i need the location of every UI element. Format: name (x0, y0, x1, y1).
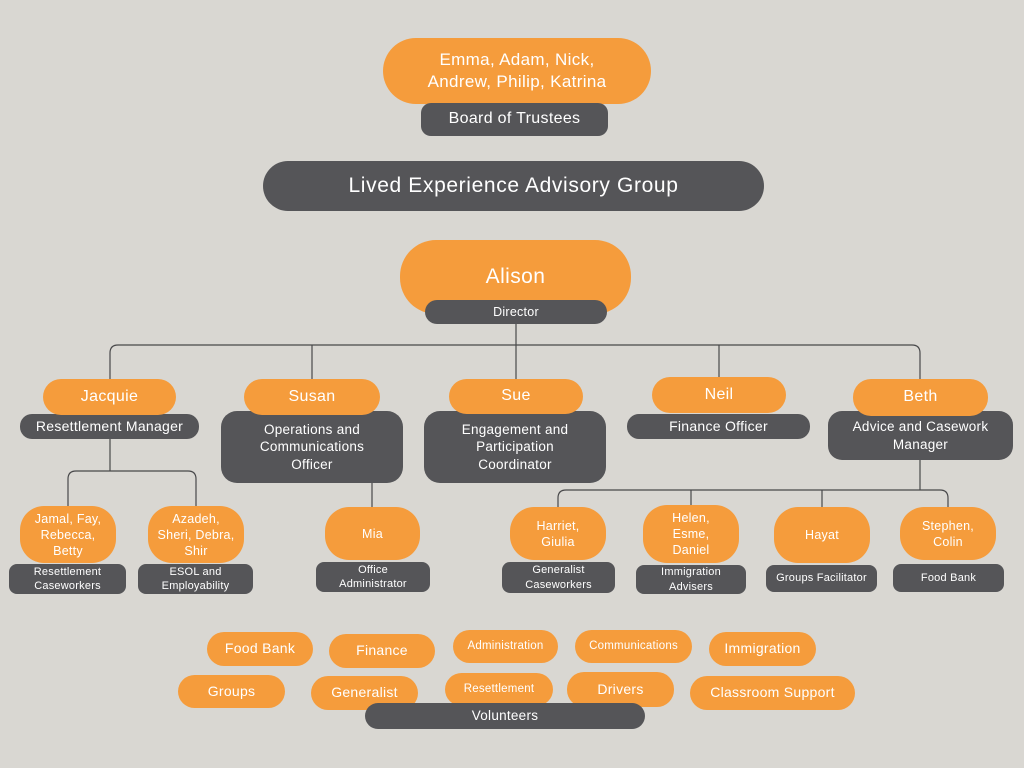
volunteer-tag-generalist: Generalist (311, 676, 418, 710)
staff-food-bank-role: Food Bank (893, 564, 1004, 592)
staff-generalist-caseworkers-names: Harriet, Giulia (510, 507, 606, 560)
staff-office-administrator-role: Office Administrator (316, 562, 430, 592)
volunteer-tag-resettlement: Resettlement (445, 673, 553, 706)
volunteer-tag-groups: Groups (178, 675, 285, 708)
volunteer-tag-food-bank: Food Bank (207, 632, 313, 666)
manager-susan-role: Operations and Communications Officer (221, 411, 403, 483)
advisory-group-box: Lived Experience Advisory Group (263, 161, 764, 211)
manager-jacquie-name: Jacquie (43, 379, 176, 415)
volunteers-bar: Volunteers (365, 703, 645, 729)
staff-generalist-caseworkers-role: Generalist Caseworkers (502, 562, 615, 593)
staff-groups-facilitator-name: Hayat (774, 507, 870, 563)
volunteer-tag-drivers: Drivers (567, 672, 674, 707)
staff-food-bank-names: Stephen, Colin (900, 507, 996, 560)
manager-susan-name: Susan (244, 379, 380, 415)
staff-resettlement-caseworkers-names: Jamal, Fay, Rebecca, Betty (20, 506, 116, 563)
volunteer-tag-administration: Administration (453, 630, 558, 663)
staff-esol-role: ESOL and Employability (138, 564, 253, 594)
manager-beth-name: Beth (853, 379, 988, 416)
staff-office-administrator-name: Mia (325, 507, 420, 560)
manager-sue-name: Sue (449, 379, 583, 414)
manager-neil-name: Neil (652, 377, 786, 413)
volunteer-tag-finance: Finance (329, 634, 435, 668)
staff-immigration-advisers-role: Immigration Advisers (636, 565, 746, 594)
staff-immigration-advisers-names: Helen, Esme, Daniel (643, 505, 739, 563)
volunteer-tag-immigration: Immigration (709, 632, 816, 666)
manager-jacquie-role: Resettlement Manager (20, 414, 199, 439)
board-of-trustees-names: Emma, Adam, Nick, Andrew, Philip, Katrin… (383, 38, 651, 104)
manager-sue-role: Engagement and Participation Coordinator (424, 411, 606, 483)
volunteer-tag-classroom-support: Classroom Support (690, 676, 855, 710)
staff-esol-names: Azadeh, Sheri, Debra, Shir (148, 506, 244, 563)
board-of-trustees-label: Board of Trustees (421, 103, 608, 136)
manager-neil-role: Finance Officer (627, 414, 810, 439)
volunteer-tag-communications: Communications (575, 630, 692, 663)
staff-groups-facilitator-role: Groups Facilitator (766, 565, 877, 592)
director-label: Director (425, 300, 607, 324)
manager-beth-role: Advice and Casework Manager (828, 411, 1013, 460)
staff-resettlement-caseworkers-role: Resettlement Caseworkers (9, 564, 126, 594)
